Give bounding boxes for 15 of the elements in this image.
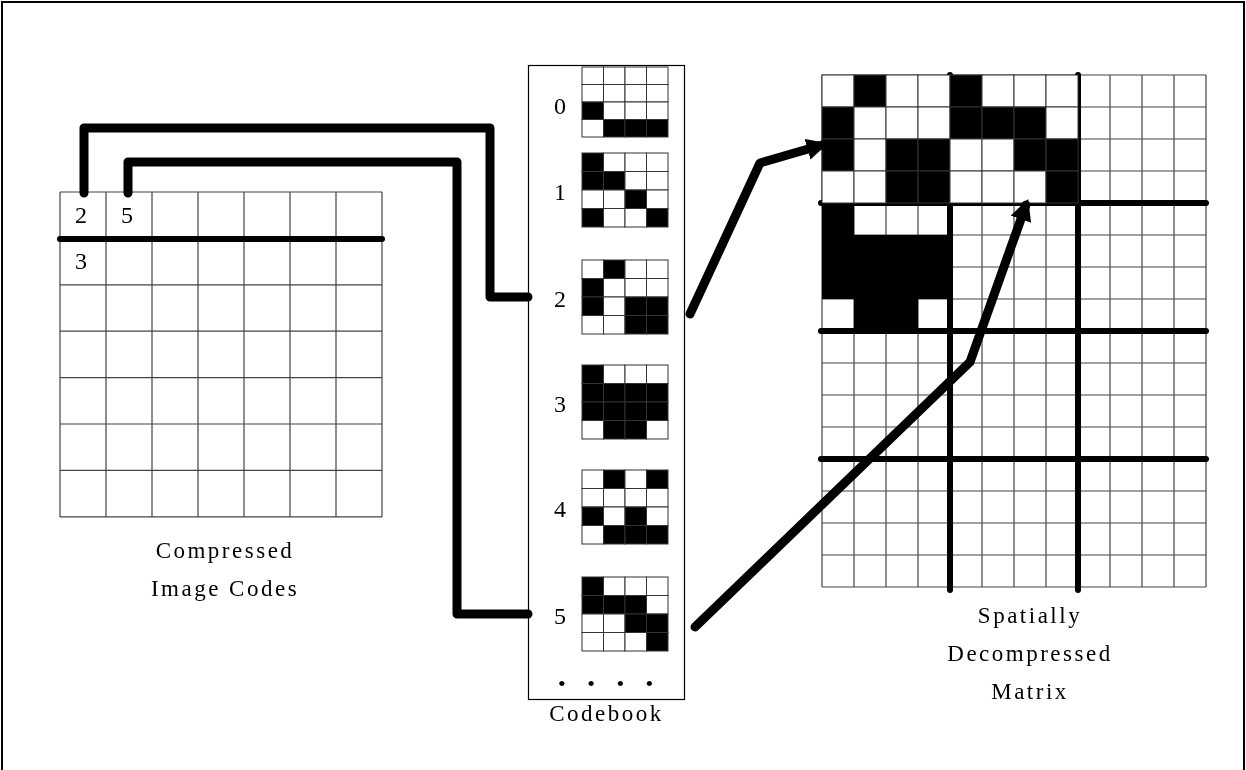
- code-number: 5: [554, 603, 566, 629]
- caption-label: Compressed Image Codes: [149, 537, 301, 603]
- code-number: 3: [554, 391, 566, 417]
- connector-line: [123, 157, 533, 619]
- code-number: 2: [75, 202, 87, 228]
- code-number: 3: [75, 248, 87, 274]
- ellipsis-label: • • • •: [558, 671, 662, 697]
- code-number: 2: [554, 286, 566, 312]
- code-number: 1: [554, 179, 566, 205]
- code-number: 5: [121, 202, 133, 228]
- code-number: 4: [554, 496, 566, 522]
- caption-label: Spatially Decompressed Matrix: [946, 602, 1114, 706]
- code-number: 0: [554, 93, 566, 119]
- caption-label: Codebook: [548, 700, 665, 728]
- arrow: [690, 198, 1032, 632]
